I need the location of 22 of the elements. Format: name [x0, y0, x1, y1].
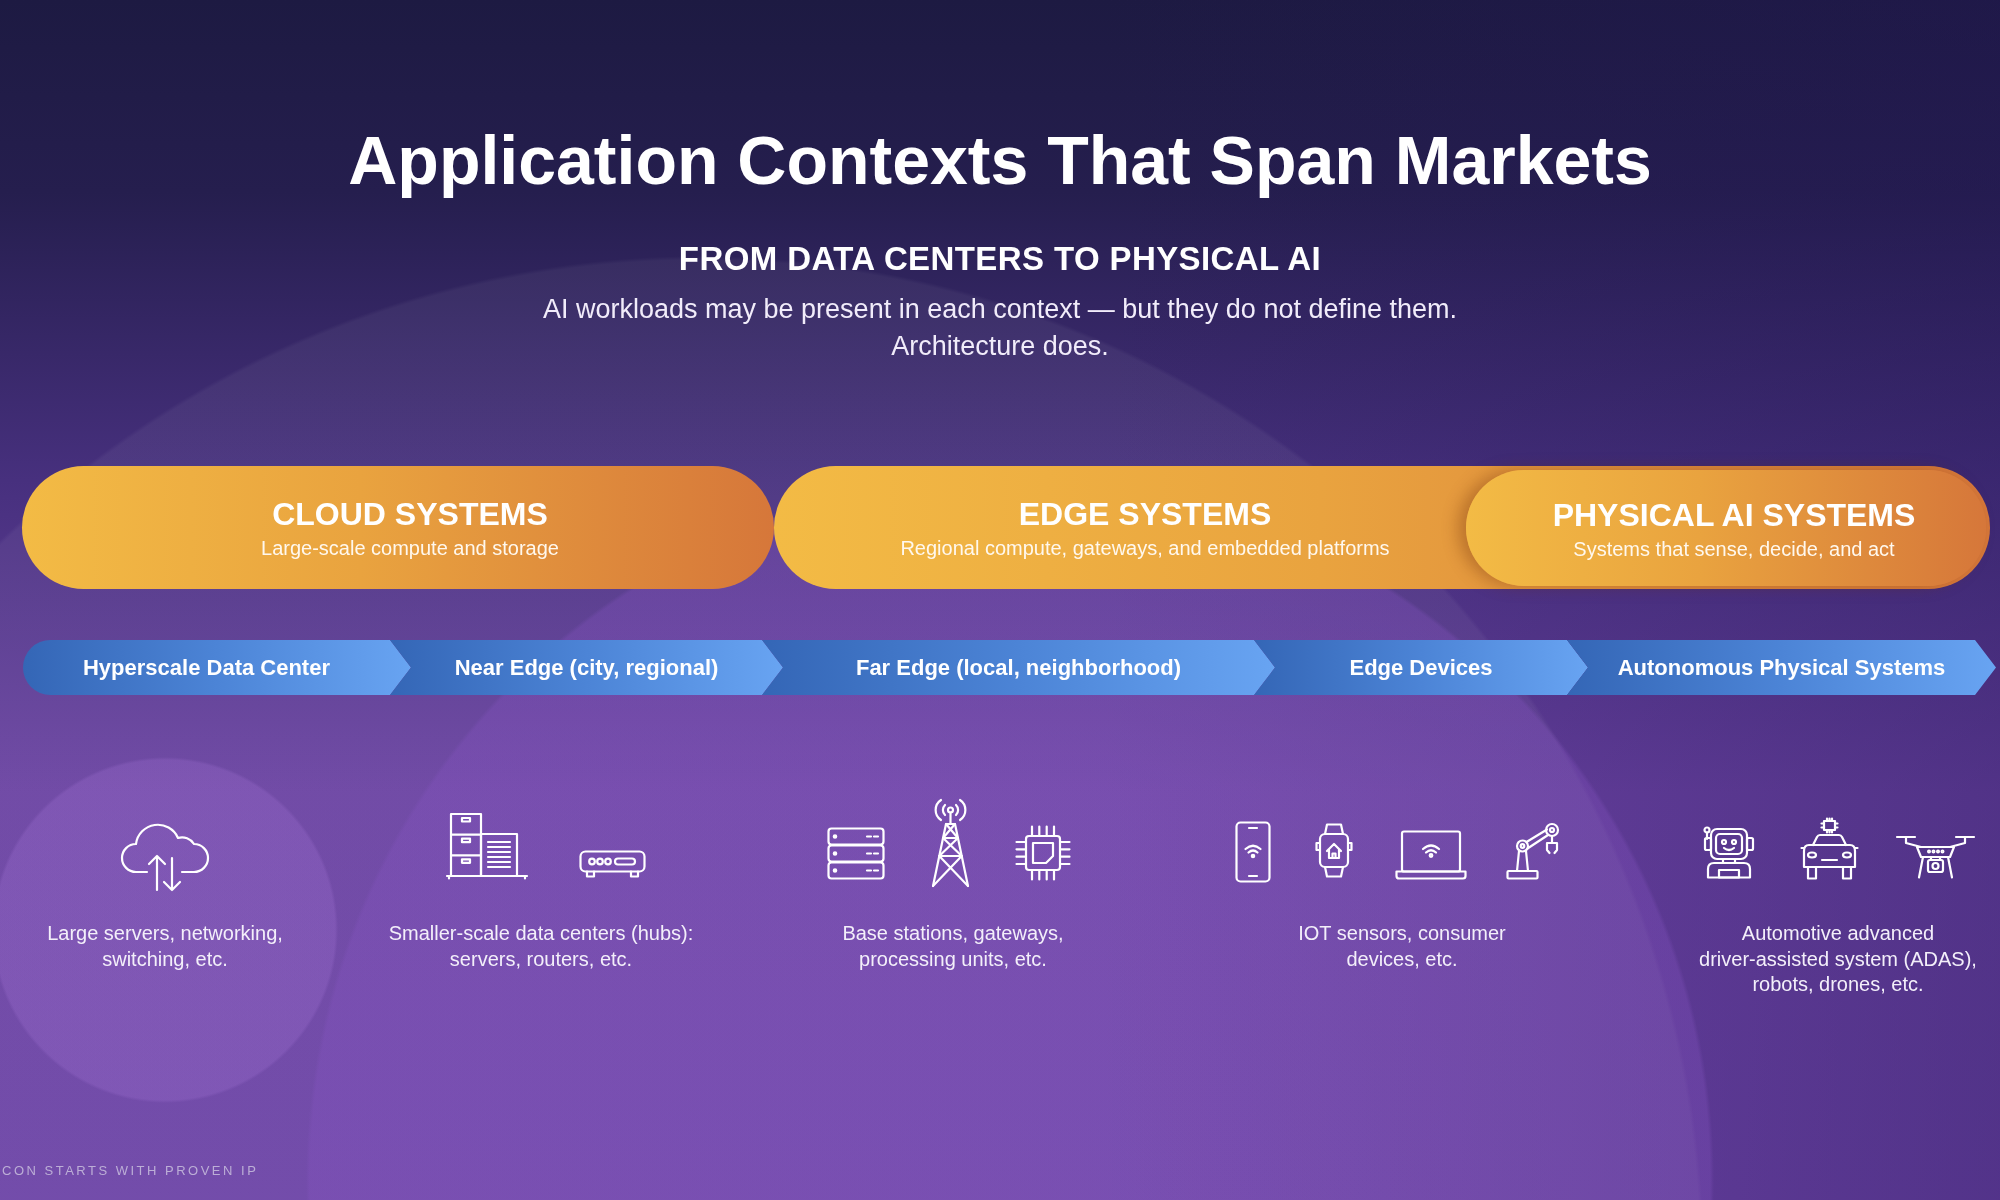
step-label: Hyperscale Data Center	[83, 654, 330, 681]
process-step	[23, 640, 411, 695]
step-label: Far Edge (local, neighborhood)	[855, 654, 1182, 681]
step-label: Autonomous Physical Systems	[1617, 654, 1946, 681]
description-text: IOT sensors, consumer devices, etc.	[1298, 921, 1506, 972]
pill-title: PHYSICAL AI SYSTEMS	[1552, 495, 1916, 534]
pill-title: EDGE SYSTEMS	[1018, 495, 1272, 533]
step-label: Near Edge (city, regional)	[454, 654, 719, 681]
pill-subtitle: Large-scale compute and storage	[261, 536, 559, 560]
section-heading: FROM DATA CENTERS TO PHYSICAL AI	[678, 240, 1322, 278]
pill-subtitle: Systems that sense, decide, and act	[1573, 536, 1895, 561]
category-pill	[1466, 470, 1986, 586]
intro-text: AI workloads may be present in each context — but they do not define them. Architecture does.	[542, 293, 1458, 363]
pill-subtitle: Regional compute, gateways, and embedded platforms	[900, 536, 1390, 560]
description-text: Large servers, networking, switching, etc.	[47, 921, 283, 972]
description-text: Automotive advanced driver-assisted system (ADAS), robots, drones, etc.	[1699, 921, 1977, 997]
step-label: Edge Devices	[1349, 654, 1493, 681]
slide-title: Application Contexts That Span Markets	[348, 121, 1652, 200]
footer-tagline: CON STARTS WITH PROVEN IP	[2, 1163, 259, 1179]
description-text: Base stations, gateways, processing units, etc.	[842, 921, 1064, 972]
description-text: Smaller-scale data centers (hubs): servers, routers, etc.	[388, 921, 694, 972]
pill-title: CLOUD SYSTEMS	[272, 495, 548, 533]
